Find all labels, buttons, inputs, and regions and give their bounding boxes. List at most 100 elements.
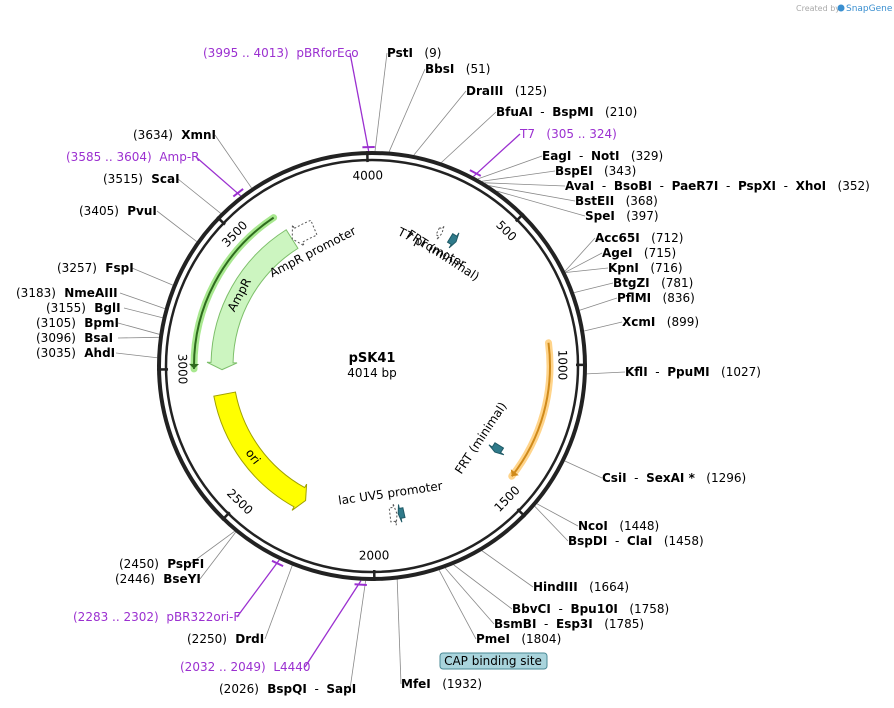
- site-label[interactable]: (2026) BspQI - SapI: [219, 682, 356, 696]
- orf-arc[interactable]: [193, 216, 275, 369]
- site-position: (9): [413, 46, 441, 60]
- site-label[interactable]: PmeI (1804): [476, 632, 561, 646]
- site-label[interactable]: BfuAI - BspMI (210): [496, 105, 637, 119]
- site-label[interactable]: HindIII (1664): [533, 580, 629, 594]
- site-label[interactable]: AvaI - BsoBI - PaeR7I - PspXI - XhoI (35…: [565, 179, 870, 193]
- site-label[interactable]: Acc65I (712): [595, 231, 683, 245]
- enzyme-name: ScaI: [143, 172, 180, 186]
- site-label[interactable]: BsmBI - Esp3I (1785): [494, 617, 644, 631]
- site-label[interactable]: (3634) XmnI: [133, 128, 216, 142]
- enzyme-name: FspI: [97, 261, 134, 275]
- primer-mark[interactable]: [271, 559, 284, 568]
- site-label[interactable]: (2283 .. 2302) pBR322ori-F: [73, 610, 240, 624]
- feature-ampr-promoter[interactable]: [291, 219, 318, 248]
- site-label[interactable]: (3515) ScaI: [103, 172, 180, 186]
- site-position: (1932): [431, 677, 482, 691]
- site-label[interactable]: KpnI (716): [608, 261, 683, 275]
- site-label[interactable]: CsiI - SexAI * (1296): [602, 471, 746, 485]
- primer-text: pBR322ori-F: [159, 610, 241, 624]
- orf-arc[interactable]: [510, 342, 551, 477]
- cap-binding-site-badge[interactable]: CAP binding site: [439, 652, 548, 670]
- site-label[interactable]: (2032 .. 2049) L4440: [180, 660, 311, 674]
- leader-line: [156, 210, 197, 242]
- enzyme-name: MfeI: [401, 677, 431, 691]
- leader-line: [564, 237, 596, 272]
- site-position: (210): [594, 105, 638, 119]
- enzyme-name: BfuAI: [496, 105, 533, 119]
- enzyme-name: Acc65I: [595, 231, 640, 245]
- leader-line: [586, 371, 626, 375]
- site-label[interactable]: BspDI - ClaI (1458): [568, 534, 704, 548]
- site-position: (3155): [46, 301, 86, 315]
- site-label[interactable]: (2446) BseYI: [115, 572, 201, 586]
- primer-mark[interactable]: [232, 188, 244, 198]
- site-label[interactable]: BbvCI - Bpu10I (1758): [512, 602, 669, 616]
- site-label[interactable]: MfeI (1932): [401, 677, 482, 691]
- enzyme-name: XmnI: [173, 128, 216, 142]
- leader-line: [177, 178, 221, 214]
- enzyme-name: PaeR7I: [672, 179, 719, 193]
- site-position: (715): [632, 246, 676, 260]
- enzyme-name: BspDI: [568, 534, 607, 548]
- site-label[interactable]: BspEI (343): [555, 164, 636, 178]
- feature-t7-promoter[interactable]: [435, 225, 445, 240]
- site-position: (51): [454, 62, 490, 76]
- tick-label: 3000: [175, 354, 190, 385]
- primer-mark[interactable]: [469, 169, 482, 177]
- tick-label: 4000: [352, 168, 383, 183]
- tick-mark: [221, 511, 231, 521]
- site-label[interactable]: XcmI (899): [622, 315, 699, 329]
- enzyme-name: Bpu10I: [570, 602, 617, 616]
- site-label[interactable]: PstI (9): [387, 46, 441, 60]
- leader-line: [117, 336, 159, 339]
- site-label[interactable]: AgeI (715): [602, 246, 676, 260]
- feature-lacuv5-small[interactable]: [397, 504, 406, 523]
- site-label[interactable]: (3155) BglI: [46, 301, 121, 315]
- feature-frt-minimal-1[interactable]: [446, 232, 460, 249]
- enzyme-name: BspEI: [555, 164, 593, 178]
- site-label[interactable]: (3035) AhdI: [36, 346, 115, 360]
- feature-lac-uv5-promoter[interactable]: [388, 503, 398, 526]
- leader-line: [304, 580, 362, 668]
- site-label[interactable]: EagI - NotI (329): [542, 149, 663, 163]
- site-label[interactable]: BstEII (368): [575, 194, 658, 208]
- feature-ori[interactable]: [213, 391, 308, 511]
- enzyme-name: PspXI: [738, 179, 776, 193]
- site-position: (329): [619, 149, 663, 163]
- site-label[interactable]: SpeI (397): [585, 209, 659, 223]
- site-position: (3405): [79, 204, 119, 218]
- plasmid-length: 4014 bp: [347, 366, 397, 380]
- site-label[interactable]: (3405) PvuI: [79, 204, 157, 218]
- site-label[interactable]: (3585 .. 3604) Amp-R: [66, 150, 200, 164]
- center-title: pSK41 4014 bp: [347, 351, 397, 380]
- site-label[interactable]: (3096) BsaI: [36, 331, 113, 345]
- snapgene-logo-icon: [837, 4, 845, 12]
- site-label[interactable]: (3183) NmeAIII: [16, 286, 118, 300]
- site-label[interactable]: (3105) BpmI: [36, 316, 119, 330]
- leader-line: [564, 460, 603, 479]
- site-label[interactable]: NcoI (1448): [578, 519, 659, 533]
- feature-ampr[interactable]: [206, 229, 299, 371]
- leader-line: [396, 579, 402, 685]
- primer-mark[interactable]: [354, 583, 367, 586]
- site-label[interactable]: (2250) DrdI: [187, 632, 264, 646]
- site-label[interactable]: (3995 .. 4013) pBRforEco: [203, 46, 359, 60]
- site-label[interactable]: PflMI (836): [617, 291, 695, 305]
- site-label[interactable]: T7 (305 .. 324): [519, 127, 617, 141]
- enzyme-name: Esp3I: [556, 617, 593, 631]
- site-label[interactable]: BbsI (51): [425, 62, 490, 76]
- leader-line: [374, 52, 388, 152]
- site-label[interactable]: (2450) PspFI: [119, 557, 204, 571]
- site-label[interactable]: DraIII (125): [466, 84, 547, 98]
- primer-text: T7: [519, 127, 535, 141]
- site-label[interactable]: KflI - PpuMI (1027): [625, 365, 761, 379]
- enzyme-name: BsmBI: [494, 617, 536, 631]
- leader-line: [473, 133, 521, 177]
- site-position: (1785): [593, 617, 644, 631]
- site-label[interactable]: BtgZI (781): [613, 276, 693, 290]
- feature-frt-minimal-2[interactable]: [488, 442, 505, 456]
- leader-line: [481, 170, 556, 182]
- site-label[interactable]: (3257) FspI: [57, 261, 134, 275]
- tick-mark: [216, 216, 226, 226]
- enzyme-name: BspMI: [552, 105, 593, 119]
